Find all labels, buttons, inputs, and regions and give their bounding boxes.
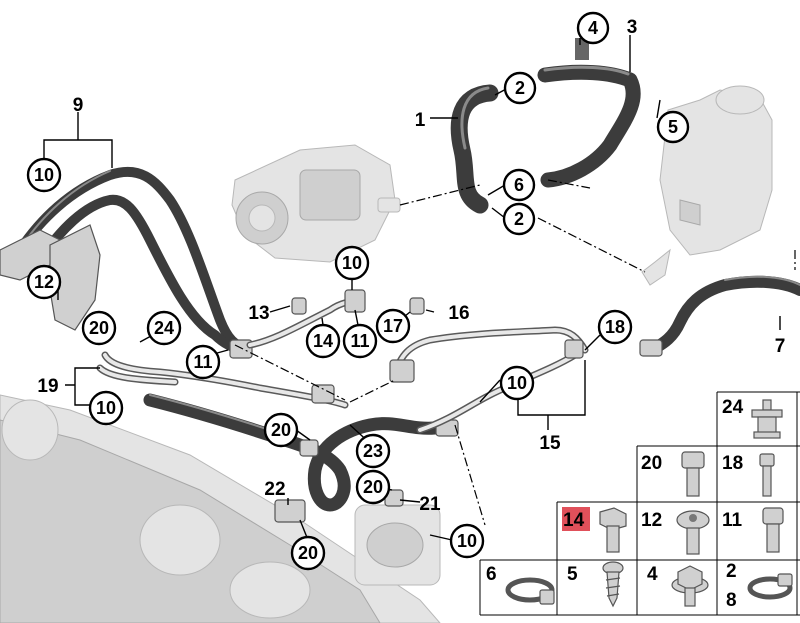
- label-3[interactable]: 3: [627, 17, 638, 38]
- bracket-22-icon: [274, 499, 306, 523]
- pipe-assembly-15: [246, 289, 589, 434]
- callout-20-bottom[interactable]: 20: [290, 535, 326, 571]
- hex-bolt-icon: [599, 507, 627, 553]
- callout-11-mid[interactable]: 11: [342, 323, 378, 359]
- callout-10-pipe19[interactable]: 10: [88, 390, 124, 426]
- label-21[interactable]: 21: [419, 494, 441, 515]
- label-15[interactable]: 15: [539, 433, 561, 454]
- callout-14[interactable]: 14: [305, 323, 341, 359]
- svg-text:11: 11: [722, 510, 743, 531]
- callout-10-pump[interactable]: 10: [334, 245, 370, 281]
- svg-text:6: 6: [514, 175, 524, 195]
- parts-cell-12[interactable]: 12: [641, 510, 710, 555]
- highlight-box: [562, 507, 590, 531]
- svg-text:18: 18: [722, 453, 743, 474]
- svg-text:11: 11: [350, 331, 369, 351]
- collar-nut-icon: [671, 565, 709, 607]
- label-19[interactable]: 19: [37, 376, 58, 397]
- callout-12[interactable]: 12: [26, 264, 62, 300]
- hose-clamp-icon: [505, 577, 555, 605]
- svg-text:12: 12: [641, 510, 662, 531]
- steering-rack-ghost: [0, 394, 441, 623]
- svg-text:24: 24: [722, 397, 744, 418]
- callout-4[interactable]: 4: [576, 11, 610, 45]
- svg-text:2: 2: [515, 78, 525, 98]
- callout-6[interactable]: 6: [502, 168, 536, 202]
- callout-10-right[interactable]: 10: [499, 365, 535, 401]
- svg-text:20: 20: [89, 318, 109, 338]
- power-steering-pump-ghost: [231, 144, 401, 263]
- svg-text:2: 2: [514, 209, 524, 229]
- callout-2-top[interactable]: 2: [503, 71, 537, 105]
- svg-text:10: 10: [507, 373, 527, 393]
- svg-text:24: 24: [154, 318, 174, 338]
- parts-cell-6[interactable]: 6: [486, 564, 555, 605]
- label-1[interactable]: 1: [415, 110, 426, 131]
- callout-10-bottom[interactable]: 10: [449, 523, 485, 559]
- callout-20-mid[interactable]: 20: [263, 412, 299, 448]
- return-hose-upper: [450, 38, 641, 214]
- parts-cell-4[interactable]: 4: [647, 564, 709, 607]
- svg-text:10: 10: [342, 253, 362, 273]
- svg-text:20: 20: [298, 543, 318, 563]
- svg-text:12: 12: [34, 272, 54, 292]
- hose-clamp-icon: [747, 573, 793, 600]
- svg-text:5: 5: [567, 564, 578, 585]
- callout-5[interactable]: 5: [656, 110, 690, 144]
- label-9[interactable]: 9: [73, 95, 84, 116]
- parts-cell-24[interactable]: 24: [722, 397, 783, 439]
- svg-text:20: 20: [271, 420, 291, 440]
- svg-text:20: 20: [363, 477, 383, 497]
- callout-10-left[interactable]: 10: [26, 157, 62, 193]
- svg-text:23: 23: [363, 441, 383, 461]
- callout-2-bottom[interactable]: 2: [502, 202, 536, 236]
- label-22[interactable]: 22: [264, 479, 285, 500]
- svg-text:10: 10: [96, 398, 116, 418]
- socket-head-cap-screw-icon: [681, 451, 705, 497]
- callout-23[interactable]: 23: [355, 433, 391, 469]
- parts-cell-18[interactable]: 18: [722, 453, 775, 497]
- parts-cell-11[interactable]: 11: [722, 507, 784, 553]
- svg-text:4: 4: [588, 18, 598, 38]
- svg-text:18: 18: [605, 317, 625, 337]
- svg-text:6: 6: [486, 564, 497, 585]
- parts-cell-5[interactable]: 5: [567, 561, 624, 608]
- parts-cell-14[interactable]: 14: [562, 507, 627, 553]
- svg-text:4: 4: [647, 564, 658, 585]
- svg-text:14: 14: [563, 510, 585, 531]
- small-parts-table: [479, 391, 800, 616]
- hose-7: [639, 275, 800, 357]
- parts-cell-2-8[interactable]: 2 8: [726, 561, 793, 611]
- callout-20-right[interactable]: 20: [355, 469, 391, 505]
- svg-text:5: 5: [668, 117, 678, 137]
- self-tapping-screw-icon: [602, 561, 624, 608]
- callout-11-left[interactable]: 11: [185, 344, 221, 380]
- torx-screw-icon: [676, 510, 710, 555]
- svg-text:14: 14: [313, 331, 333, 351]
- callout-20-left[interactable]: 20: [81, 310, 117, 346]
- svg-text:20: 20: [641, 453, 662, 474]
- callout-18[interactable]: 18: [597, 309, 633, 345]
- screw-with-spacer-icon: [751, 399, 783, 439]
- label-16[interactable]: 16: [448, 303, 469, 324]
- callout-17[interactable]: 17: [375, 308, 411, 344]
- label-7[interactable]: 7: [775, 336, 786, 357]
- socket-head-cap-screw-icon: [762, 507, 784, 553]
- svg-text:17: 17: [383, 316, 403, 336]
- svg-text:2: 2: [726, 561, 737, 582]
- svg-text:8: 8: [726, 590, 737, 611]
- svg-text:11: 11: [193, 352, 212, 372]
- parts-cell-20[interactable]: 20: [641, 451, 705, 497]
- svg-text:10: 10: [457, 531, 477, 551]
- callout-24[interactable]: 24: [146, 310, 182, 346]
- hose-bracket-icon: [575, 38, 589, 60]
- label-13[interactable]: 13: [248, 303, 269, 324]
- bolt-icon: [759, 453, 775, 497]
- hose-assembly-9: [0, 166, 253, 359]
- svg-text:10: 10: [34, 165, 54, 185]
- pipe-assembly-19: [96, 351, 349, 409]
